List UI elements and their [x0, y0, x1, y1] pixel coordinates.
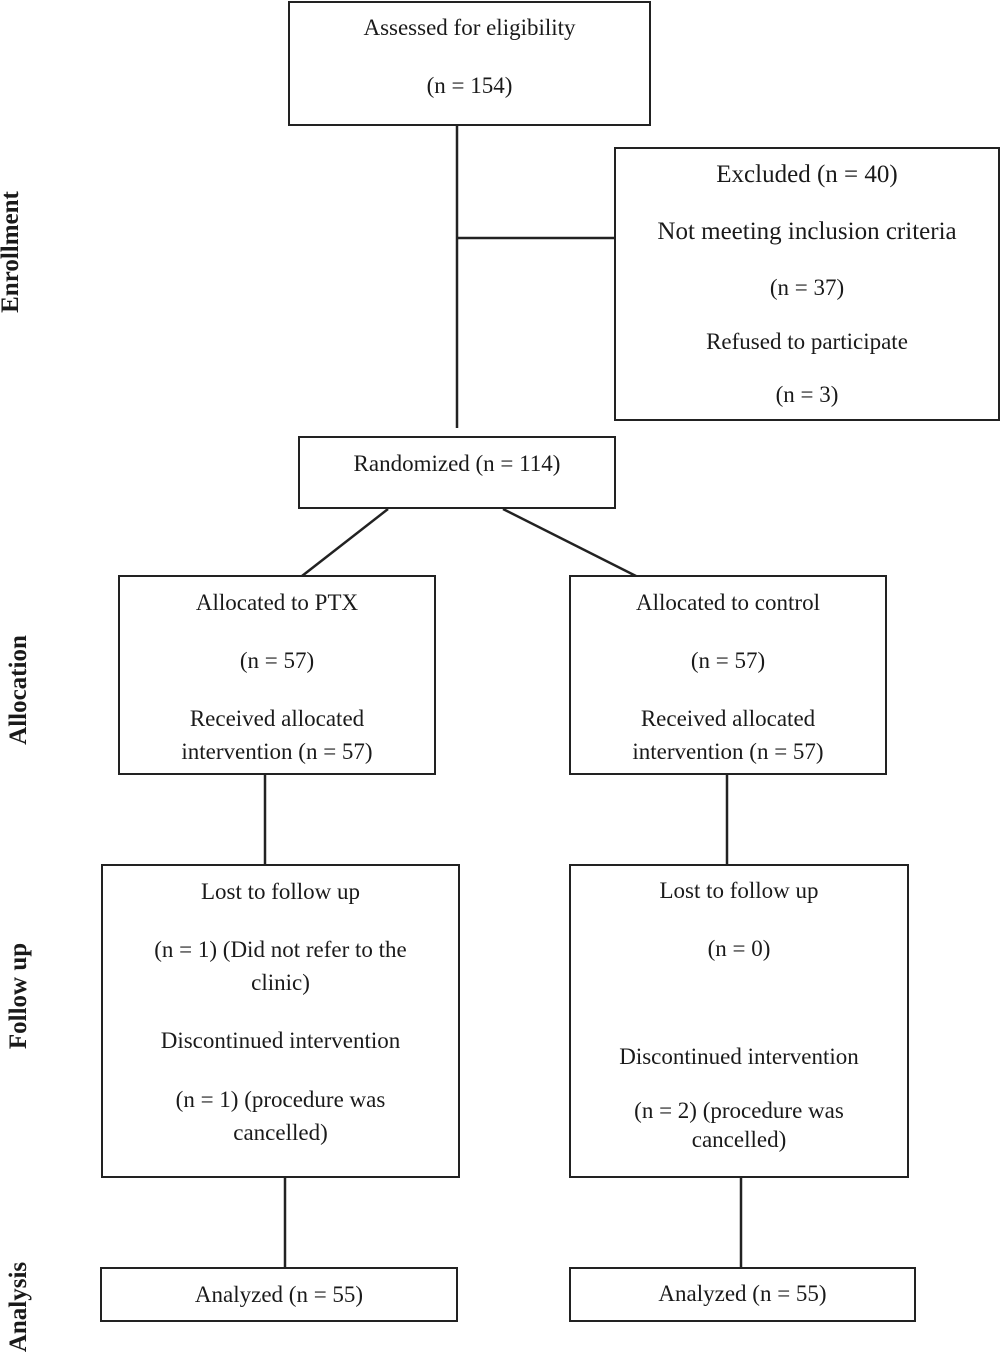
allocation-ptx-count: (n = 57)	[239, 648, 315, 673]
excluded-title: Excluded (n = 40)	[716, 161, 898, 188]
stage-label-follow-up: Follow up	[5, 942, 32, 1050]
analysis-ptx-box: Analyzed (n = 55)	[100, 1267, 458, 1322]
allocation-control-title: Allocated to control	[636, 590, 820, 615]
follow-up-control-box: Lost to follow up (n = 0) Discontinued i…	[569, 864, 909, 1178]
stage-label-analysis: Analysis	[5, 1261, 32, 1353]
excluded-box: Excluded (n = 40) Not meeting inclusion …	[614, 147, 1000, 421]
follow-up-control-discontinued-count: (n = 2) (procedure was	[634, 1098, 844, 1123]
connector-randomized-to-ptx	[301, 508, 389, 577]
follow-up-ptx-lost-title: Lost to follow up	[200, 879, 361, 904]
allocation-control-count: (n = 57)	[690, 648, 766, 673]
excluded-reason-criteria: Not meeting inclusion criteria	[657, 218, 957, 245]
follow-up-control-discontinued-title: Discontinued intervention	[619, 1044, 859, 1069]
follow-up-ptx-box: Lost to follow up (n = 1) (Did not refer…	[101, 864, 460, 1178]
follow-up-control-lost-count: (n = 0)	[707, 936, 771, 961]
excluded-reason-refused: Refused to participate	[706, 329, 908, 354]
analysis-control-box: Analyzed (n = 55)	[569, 1267, 916, 1322]
follow-up-ptx-discontinued-count: (n = 1) (procedure was	[175, 1087, 386, 1112]
connector-randomized-to-control	[502, 507, 637, 578]
follow-up-control-lost-title: Lost to follow up	[659, 878, 819, 903]
randomized-label: Randomized (n = 114)	[353, 451, 561, 476]
allocation-ptx-box: Allocated to PTX (n = 57) Received alloc…	[118, 575, 436, 775]
allocation-control-box: Allocated to control (n = 57) Received a…	[569, 575, 887, 775]
follow-up-control-discontinued-reason: cancelled)	[691, 1127, 787, 1152]
allocation-ptx-title: Allocated to PTX	[195, 590, 359, 615]
stage-label-allocation: Allocation	[5, 635, 32, 745]
analysis-control-label: Analyzed (n = 55)	[658, 1281, 827, 1306]
assessed-title: Assessed for eligibility	[363, 15, 576, 40]
randomized-box: Randomized (n = 114)	[298, 436, 616, 509]
stage-label-enrollment: Enrollment	[0, 191, 24, 313]
analysis-ptx-label: Analyzed (n = 55)	[194, 1282, 364, 1307]
follow-up-ptx-discontinued-title: Discontinued intervention	[160, 1028, 401, 1053]
excluded-refused-count: (n = 3)	[775, 382, 839, 407]
follow-up-ptx-lost-reason: clinic)	[251, 970, 310, 995]
assessed-count: (n = 154)	[426, 73, 513, 98]
allocation-ptx-received-count: intervention (n = 57)	[181, 739, 373, 764]
allocation-control-received-count: intervention (n = 57)	[632, 739, 824, 764]
follow-up-ptx-lost-count: (n = 1) (Did not refer to the	[154, 937, 407, 962]
follow-up-ptx-discontinued-reason: cancelled)	[233, 1120, 328, 1145]
assessed-box: Assessed for eligibility (n = 154)	[288, 1, 651, 126]
excluded-criteria-count: (n = 37)	[769, 275, 845, 300]
allocation-ptx-received: Received allocated	[189, 706, 365, 731]
allocation-control-received: Received allocated	[640, 706, 816, 731]
